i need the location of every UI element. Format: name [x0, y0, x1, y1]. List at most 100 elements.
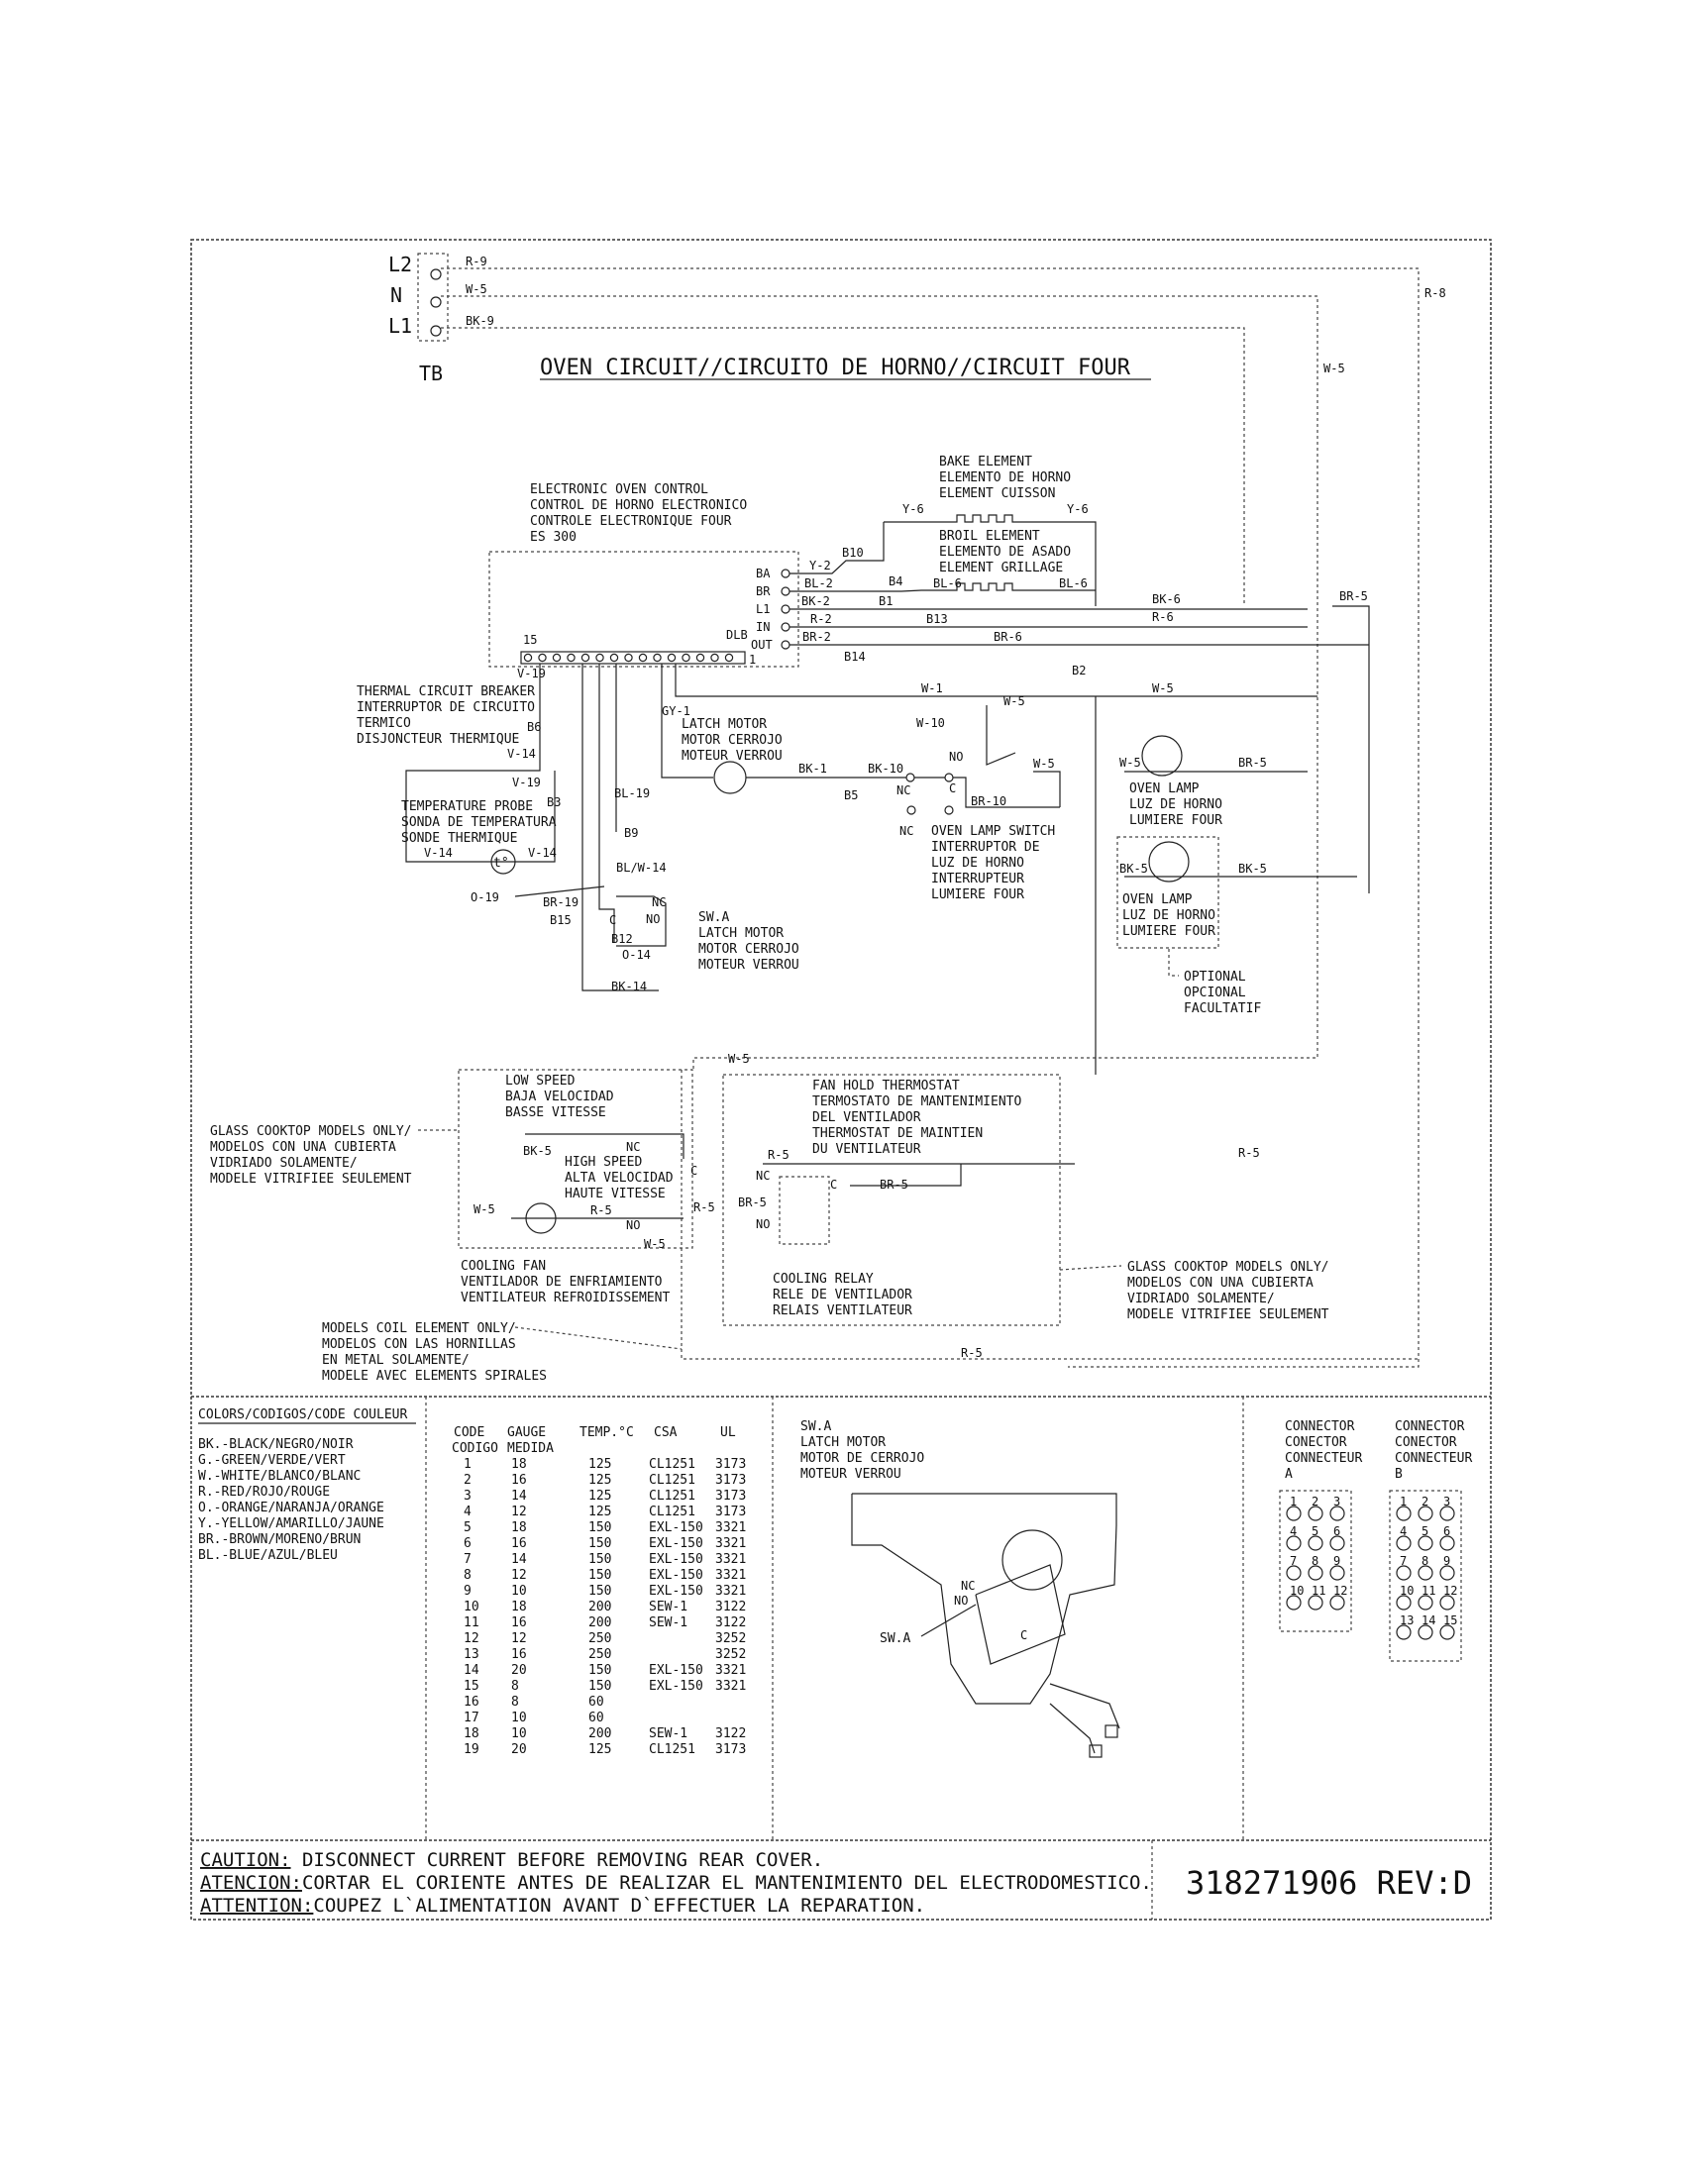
table-cell: 200	[588, 1615, 611, 1630]
table-cell: 3122	[715, 1615, 746, 1630]
svg-text:MEDIDA: MEDIDA	[507, 1441, 554, 1456]
fan-hold-thermostat: FAN HOLD THERMOSTAT TERMOSTATO DE MANTEN…	[738, 1079, 1075, 1231]
svg-text:HAUTE VITESSE: HAUTE VITESSE	[565, 1187, 666, 1201]
table-cell: 3321	[715, 1536, 746, 1551]
table-cell: 16	[511, 1473, 527, 1488]
table-cell: 150	[588, 1679, 611, 1694]
svg-text:MODELS COIL ELEMENT ONLY/: MODELS COIL ELEMENT ONLY/	[322, 1321, 516, 1336]
connector-pin	[1439, 1624, 1455, 1640]
svg-text:BR-5: BR-5	[1238, 756, 1267, 770]
svg-text:COOLING RELAY: COOLING RELAY	[773, 1272, 874, 1287]
svg-text:W-5: W-5	[1033, 757, 1055, 771]
svg-text:ELECTRONIC OVEN CONTROL: ELECTRONIC OVEN CONTROL	[530, 482, 708, 497]
svg-text:BR: BR	[756, 584, 771, 598]
electronic-oven-control: ELECTRONIC OVEN CONTROL CONTROL DE HORNO…	[488, 482, 799, 668]
svg-text:BASSE VITESSE: BASSE VITESSE	[505, 1105, 606, 1120]
svg-text:VIDRIADO SOLAMENTE/: VIDRIADO SOLAMENTE/	[1127, 1292, 1275, 1306]
table-cell: CL1251	[649, 1473, 695, 1488]
svg-text:R-5: R-5	[693, 1200, 715, 1214]
svg-text:NC: NC	[899, 824, 913, 838]
table-cell: 8	[511, 1679, 519, 1694]
glass-cooktop-box-left	[458, 1069, 693, 1249]
connector-pin	[1286, 1535, 1302, 1551]
table-cell: 125	[588, 1489, 611, 1504]
table-cell: 150	[588, 1663, 611, 1678]
connector-pin-label: 4	[1290, 1524, 1297, 1538]
table-cell: 3321	[715, 1663, 746, 1678]
connector-pin-label: 2	[1421, 1495, 1428, 1508]
svg-text:VENTILATEUR REFROIDISSEMENT: VENTILATEUR REFROIDISSEMENT	[461, 1291, 670, 1305]
table-cell: 60	[588, 1711, 604, 1725]
table-cell: 5	[464, 1520, 472, 1535]
svg-text:V-19: V-19	[517, 667, 546, 680]
svg-text:W-5: W-5	[644, 1237, 666, 1251]
eoc-pin	[667, 653, 677, 663]
svg-text:BK-6: BK-6	[1152, 592, 1181, 606]
svg-text:THERMOSTAT DE MAINTIEN: THERMOSTAT DE MAINTIEN	[812, 1126, 983, 1141]
svg-text:B14: B14	[844, 650, 866, 664]
temperature-probe: TEMPERATURE PROBE SONDA DE TEMPERATURA S…	[401, 799, 605, 904]
glass-note-right: GLASS COOKTOP MODELS ONLY/ MODELOS CON U…	[1059, 1260, 1329, 1322]
eoc-pin	[653, 653, 662, 663]
connector-pin	[1308, 1595, 1323, 1611]
svg-text:GAUGE: GAUGE	[507, 1425, 546, 1440]
table-cell: 3252	[715, 1631, 746, 1646]
svg-text:COLORS/CODIGOS/CODE COULEUR: COLORS/CODIGOS/CODE COULEUR	[198, 1407, 407, 1422]
svg-text:UL: UL	[720, 1425, 736, 1440]
svg-text:NO: NO	[646, 912, 660, 926]
connector-pin	[1418, 1565, 1433, 1581]
wire-bk9-label: BK-9	[466, 314, 494, 328]
wire-r8-label: R-8	[1424, 286, 1446, 300]
table-cell: 3321	[715, 1679, 746, 1694]
latch-motor: GY-1 LATCH MOTOR MOTOR CERROJO MOTEUR VE…	[661, 664, 949, 802]
svg-text:LOW SPEED: LOW SPEED	[505, 1074, 576, 1089]
table-cell: 125	[588, 1505, 611, 1519]
table-cell: 10	[511, 1584, 527, 1599]
svg-text:O-19: O-19	[471, 890, 499, 904]
svg-text:R-5: R-5	[961, 1346, 983, 1360]
table-cell: 18	[464, 1726, 479, 1741]
svg-text:NC: NC	[652, 895, 666, 909]
svg-text:OVEN LAMP: OVEN LAMP	[1122, 892, 1193, 907]
table-cell: 12	[511, 1505, 527, 1519]
table-cell: EXL-150	[649, 1663, 703, 1678]
svg-text:BAJA VELOCIDAD: BAJA VELOCIDAD	[505, 1090, 614, 1104]
svg-text:W-5: W-5	[474, 1202, 495, 1216]
svg-text:CODIGO: CODIGO	[452, 1441, 498, 1456]
svg-text:R-5: R-5	[768, 1148, 789, 1162]
connector-pin-label: 12	[1443, 1584, 1457, 1598]
svg-text:t°: t°	[493, 856, 509, 871]
svg-text:1: 1	[749, 653, 756, 667]
table-cell: 19	[464, 1742, 479, 1757]
table-cell: 3122	[715, 1726, 746, 1741]
glass-cooktop-box-right	[722, 1074, 1061, 1326]
svg-text:HIGH SPEED: HIGH SPEED	[565, 1155, 642, 1170]
svg-text:DLB: DLB	[726, 628, 748, 642]
latch-switch-swa: BL-19 B9 BL/W-14 BR-19 B15 C NC NO B12 O…	[543, 664, 799, 993]
gauge-table: CODE GAUGE TEMP.°C CSA UL CODIGO MEDIDA …	[452, 1425, 746, 1757]
svg-text:BR-5: BR-5	[1339, 589, 1368, 603]
table-cell: CL1251	[649, 1505, 695, 1519]
table-cell: 3252	[715, 1647, 746, 1662]
connector-pin	[1308, 1565, 1323, 1581]
table-cell: 150	[588, 1520, 611, 1535]
svg-text:CONECTOR: CONECTOR	[1395, 1435, 1457, 1450]
table-cell: CL1251	[649, 1742, 695, 1757]
connector-pin	[1329, 1535, 1345, 1551]
svg-text:BK-5: BK-5	[523, 1144, 552, 1158]
svg-text:O-14: O-14	[622, 948, 651, 962]
connector-pin	[1329, 1506, 1345, 1521]
svg-text:LATCH MOTOR: LATCH MOTOR	[800, 1435, 886, 1450]
svg-text:R.-RED/ROJO/ROUGE: R.-RED/ROJO/ROUGE	[198, 1485, 330, 1500]
table-cell: 150	[588, 1584, 611, 1599]
table-cell: 18	[511, 1457, 527, 1472]
svg-text:B15: B15	[550, 913, 572, 927]
svg-text:LUZ DE HORNO: LUZ DE HORNO	[931, 856, 1024, 871]
connector-pin	[1439, 1506, 1455, 1521]
svg-text:W-1: W-1	[921, 681, 943, 695]
coil-models-box	[681, 1070, 1419, 1360]
wire-r9	[441, 267, 1420, 1368]
svg-text:BR-10: BR-10	[971, 794, 1006, 808]
svg-text:C: C	[830, 1178, 837, 1192]
